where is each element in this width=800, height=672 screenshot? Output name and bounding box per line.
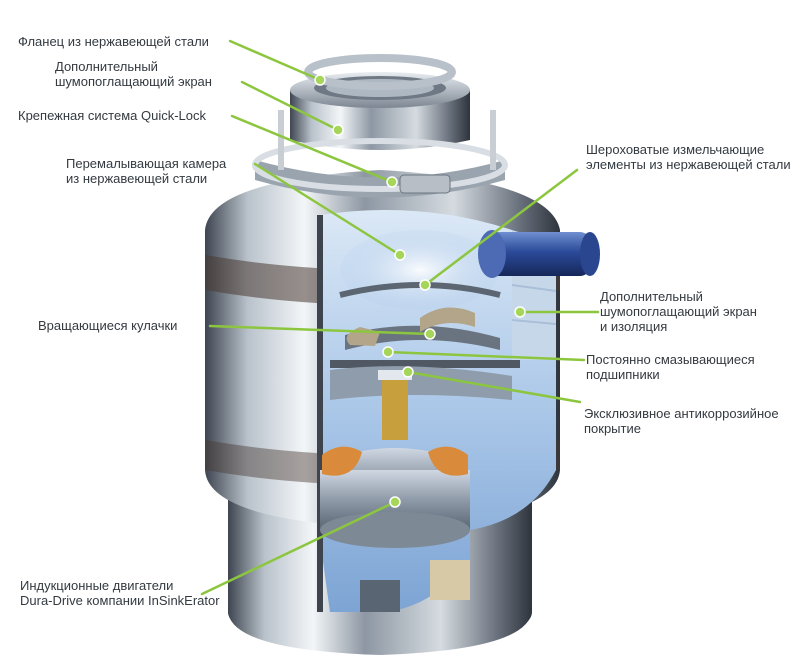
label-extra-shield-side: Дополнительный шумопоглащающий экран и и… xyxy=(600,289,757,334)
leader-line-flange xyxy=(228,39,322,82)
leader-dot-motors xyxy=(389,496,401,508)
label-flange: Фланец из нержавеющей стали xyxy=(18,34,209,49)
label-grind-chamber-line-2: из нержавеющей стали xyxy=(66,171,208,186)
label-extra-shield-top-line-1: Дополнительный xyxy=(55,59,158,74)
label-bearings-line-2: подшипники xyxy=(586,367,660,382)
label-rough-elements: Шероховатые измельчающие элементы из нер… xyxy=(586,142,791,172)
label-quick-lock: Крепежная система Quick-Lock xyxy=(18,108,206,123)
label-rotating-cams: Вращающиеся кулачки xyxy=(38,318,177,333)
label-grind-chamber: Перемалывающая камера из нержавеющей ста… xyxy=(66,156,226,186)
leader-dot-bearings xyxy=(382,346,394,358)
leader-line-motors xyxy=(200,500,397,596)
label-motors-line-2: Dura-Drive компании InSinkErator xyxy=(20,593,220,608)
leader-dot-rough-elements xyxy=(419,279,431,291)
leader-dot-coating xyxy=(402,366,414,378)
leader-dot-grind-chamber xyxy=(394,249,406,261)
label-coating-line-1: Эксклюзивное антикоррозийное xyxy=(584,406,779,421)
label-coating-line-2: покрытие xyxy=(584,421,641,436)
leader-line-coating xyxy=(406,370,582,404)
label-extra-shield-top-line-2: шумопоглащающий экран xyxy=(55,74,212,89)
label-bearings-line-1: Постоянно смазывающиеся xyxy=(586,352,755,367)
leader-line-grind-chamber xyxy=(253,162,402,257)
label-motors-line-1: Индукционные двигатели xyxy=(20,578,174,593)
cutaway-interior xyxy=(317,210,557,612)
label-extra-shield-side-line-3: и изоляция xyxy=(600,319,668,334)
leader-line-quick-lock xyxy=(230,114,394,184)
label-rough-elements-line-2: элементы из нержавеющей стали xyxy=(586,157,791,172)
leader-line-rough-elements xyxy=(423,168,579,287)
label-rotating-cams-line-1: Вращающиеся кулачки xyxy=(38,318,178,333)
leader-dot-extra-shield-top xyxy=(332,124,344,136)
leader-line-rotating-cams xyxy=(208,324,432,336)
leader-dot-quick-lock xyxy=(386,176,398,188)
leader-dot-rotating-cams xyxy=(424,328,436,340)
leader-dot-flange xyxy=(314,74,326,86)
label-extra-shield-side-line-2: шумопоглащающий экран xyxy=(600,304,757,319)
label-motors: Индукционные двигатели Dura-Drive компан… xyxy=(20,578,220,608)
label-flange-line-1: Фланец из нержавеющей стали xyxy=(18,34,209,49)
leader-line-extra-shield-top xyxy=(240,80,340,132)
outlet-pipe xyxy=(478,230,600,278)
label-rough-elements-line-1: Шероховатые измельчающие xyxy=(586,142,765,157)
label-coating: Эксклюзивное антикоррозийное покрытие xyxy=(584,406,779,436)
label-extra-shield-side-line-1: Дополнительный xyxy=(600,289,703,304)
leader-dot-extra-shield-side xyxy=(514,306,526,318)
label-extra-shield-top: Дополнительный шумопоглащающий экран xyxy=(55,59,212,89)
label-bearings: Постоянно смазывающиеся подшипники xyxy=(586,352,755,382)
label-grind-chamber-line-1: Перемалывающая камера xyxy=(66,156,227,171)
leader-line-bearings xyxy=(386,350,586,362)
flange-assembly xyxy=(252,54,508,198)
label-quick-lock-line-1: Крепежная система Quick-Lock xyxy=(18,108,207,123)
